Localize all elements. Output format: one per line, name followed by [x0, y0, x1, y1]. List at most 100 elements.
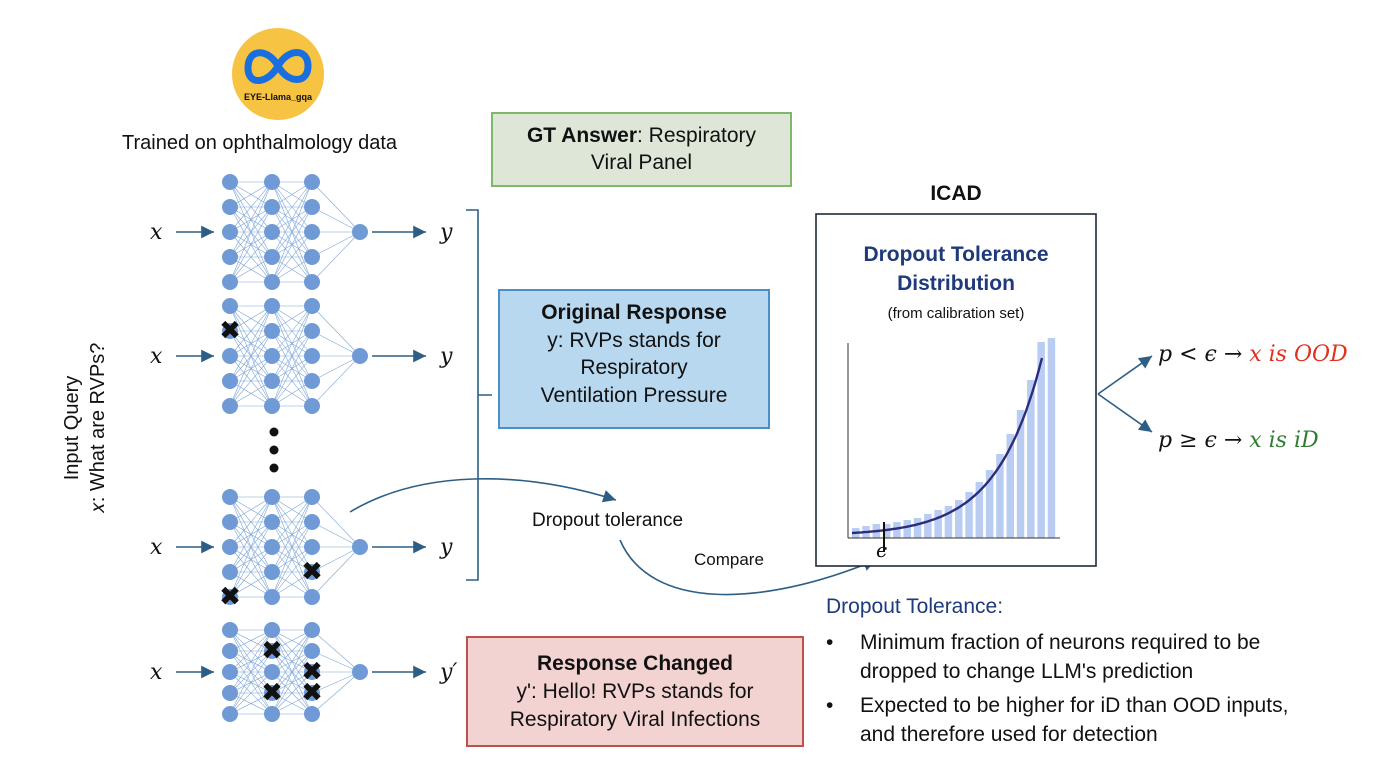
- network-connection: [229, 181, 273, 233]
- network-connection: [271, 496, 313, 598]
- network-connection: [271, 355, 313, 407]
- neuron: [304, 224, 320, 240]
- histogram-bar: [903, 520, 911, 538]
- neuron: [304, 685, 320, 701]
- compare-label: Compare: [694, 550, 764, 569]
- neuron: [304, 489, 320, 505]
- network-connection: [229, 629, 273, 715]
- network-connection: [229, 305, 273, 407]
- histogram-bar: [934, 510, 942, 538]
- output-bracket: [466, 209, 492, 581]
- gt-answer-rest: : Respiratory: [637, 124, 757, 147]
- neuron: [222, 224, 238, 240]
- dist-title: Dropout Tolerance Distribution: [816, 240, 1096, 299]
- network-input-label: x: [150, 535, 163, 560]
- network-connection: [311, 546, 361, 573]
- histogram-bar: [944, 506, 953, 538]
- network-connection: [271, 231, 313, 283]
- network-connection: [271, 671, 313, 715]
- bullet-item: • Expected to be higher for iD than OOD …: [826, 691, 1386, 750]
- bullet-dot: •: [826, 631, 834, 654]
- neuron: [304, 348, 320, 364]
- network-connection: [311, 355, 361, 407]
- response-changed-line1: y': Hello! RVPs stands for: [516, 680, 754, 704]
- network-connection: [229, 181, 273, 258]
- original-response-box: Original Response y: RVPs stands for Res…: [498, 289, 770, 429]
- neuron: [304, 564, 320, 580]
- dropped-neuron-mark: ✖: [261, 636, 283, 666]
- network-output-label: y: [439, 535, 453, 560]
- epsilon-label: ϵ: [876, 538, 888, 562]
- dropout-arrow: [349, 478, 617, 513]
- network-connection: [271, 305, 313, 357]
- outcome-ood-prefix: p < ϵ →: [1158, 342, 1250, 367]
- network-output-label: y: [439, 344, 453, 369]
- network-connection: [229, 181, 273, 208]
- neuron: [222, 348, 238, 364]
- neuron: [222, 664, 238, 680]
- icad-title: ICAD: [930, 182, 982, 205]
- network-connection: [229, 355, 273, 407]
- neuron: [222, 323, 238, 339]
- dropout-tolerance-label: Dropout tolerance: [532, 510, 684, 531]
- network-connection: [229, 330, 273, 407]
- neuron: [264, 373, 280, 389]
- neuron: [304, 373, 320, 389]
- response-changed-box: Response Changed y': Hello! RVPs stands …: [466, 636, 804, 747]
- histogram-bar: [985, 470, 994, 538]
- neuron: [304, 539, 320, 555]
- neuron: [222, 589, 238, 605]
- neuron: [264, 643, 280, 659]
- neuron: [264, 489, 280, 505]
- network-connection: [311, 181, 361, 233]
- neuron: [264, 224, 280, 240]
- dist-subtitle: (from calibration set): [887, 305, 1025, 322]
- ellipsis-dot: [269, 463, 279, 473]
- neuron: [304, 622, 320, 638]
- neuron: [304, 298, 320, 314]
- neuron: [304, 664, 320, 680]
- neuron: [222, 514, 238, 530]
- outcome-id-result: x is iD: [1249, 428, 1319, 453]
- outcome-ood: p < ϵ → x is OOD: [1158, 342, 1348, 367]
- neuron: [222, 564, 238, 580]
- tolerance-bullets: • Minimum fraction of neurons required t…: [826, 628, 1386, 750]
- histogram-bar: [1037, 342, 1045, 538]
- network-connection: [311, 671, 361, 694]
- response-changed-title: Response Changed: [536, 652, 734, 675]
- neuron: [304, 398, 320, 414]
- dropped-neuron-mark: ✖: [301, 678, 323, 708]
- neuron: [222, 539, 238, 555]
- network-connection: [229, 571, 273, 598]
- neuron: [264, 589, 280, 605]
- network-connection: [229, 650, 273, 715]
- histogram-bar: [965, 492, 973, 538]
- network-connection: [271, 181, 313, 233]
- response-changed-line2: Respiratory Viral Infections: [509, 708, 761, 732]
- neuron: [264, 174, 280, 190]
- neuron: [304, 274, 320, 290]
- dropped-neuron-mark: ✖: [219, 582, 241, 612]
- network-connection: [271, 521, 313, 598]
- neuron: [222, 622, 238, 638]
- neuron: [304, 249, 320, 265]
- neuron: [222, 199, 238, 215]
- compare-arrow: [619, 539, 877, 596]
- network-connection: [229, 629, 273, 694]
- trained-caption: Trained on ophthalmology data: [122, 132, 397, 154]
- network-output-label: y: [439, 220, 453, 245]
- neuron: [352, 539, 368, 555]
- network-connection: [311, 650, 361, 673]
- neuron: [264, 514, 280, 530]
- network-connection: [229, 181, 273, 283]
- neuron: [352, 224, 368, 240]
- network-connection: [271, 305, 313, 382]
- bullet-2-line1: Expected to be higher for iD than OOD in…: [860, 693, 1289, 717]
- network-connection: [271, 629, 313, 673]
- network-connection: [271, 629, 313, 715]
- neuron: [304, 174, 320, 190]
- neuron: [304, 643, 320, 659]
- original-response-line2: Respiratory: [580, 356, 688, 380]
- bullet-1-line2: dropped to change LLM's prediction: [860, 660, 1194, 684]
- original-response-line1: y: RVPs stands for: [547, 328, 721, 352]
